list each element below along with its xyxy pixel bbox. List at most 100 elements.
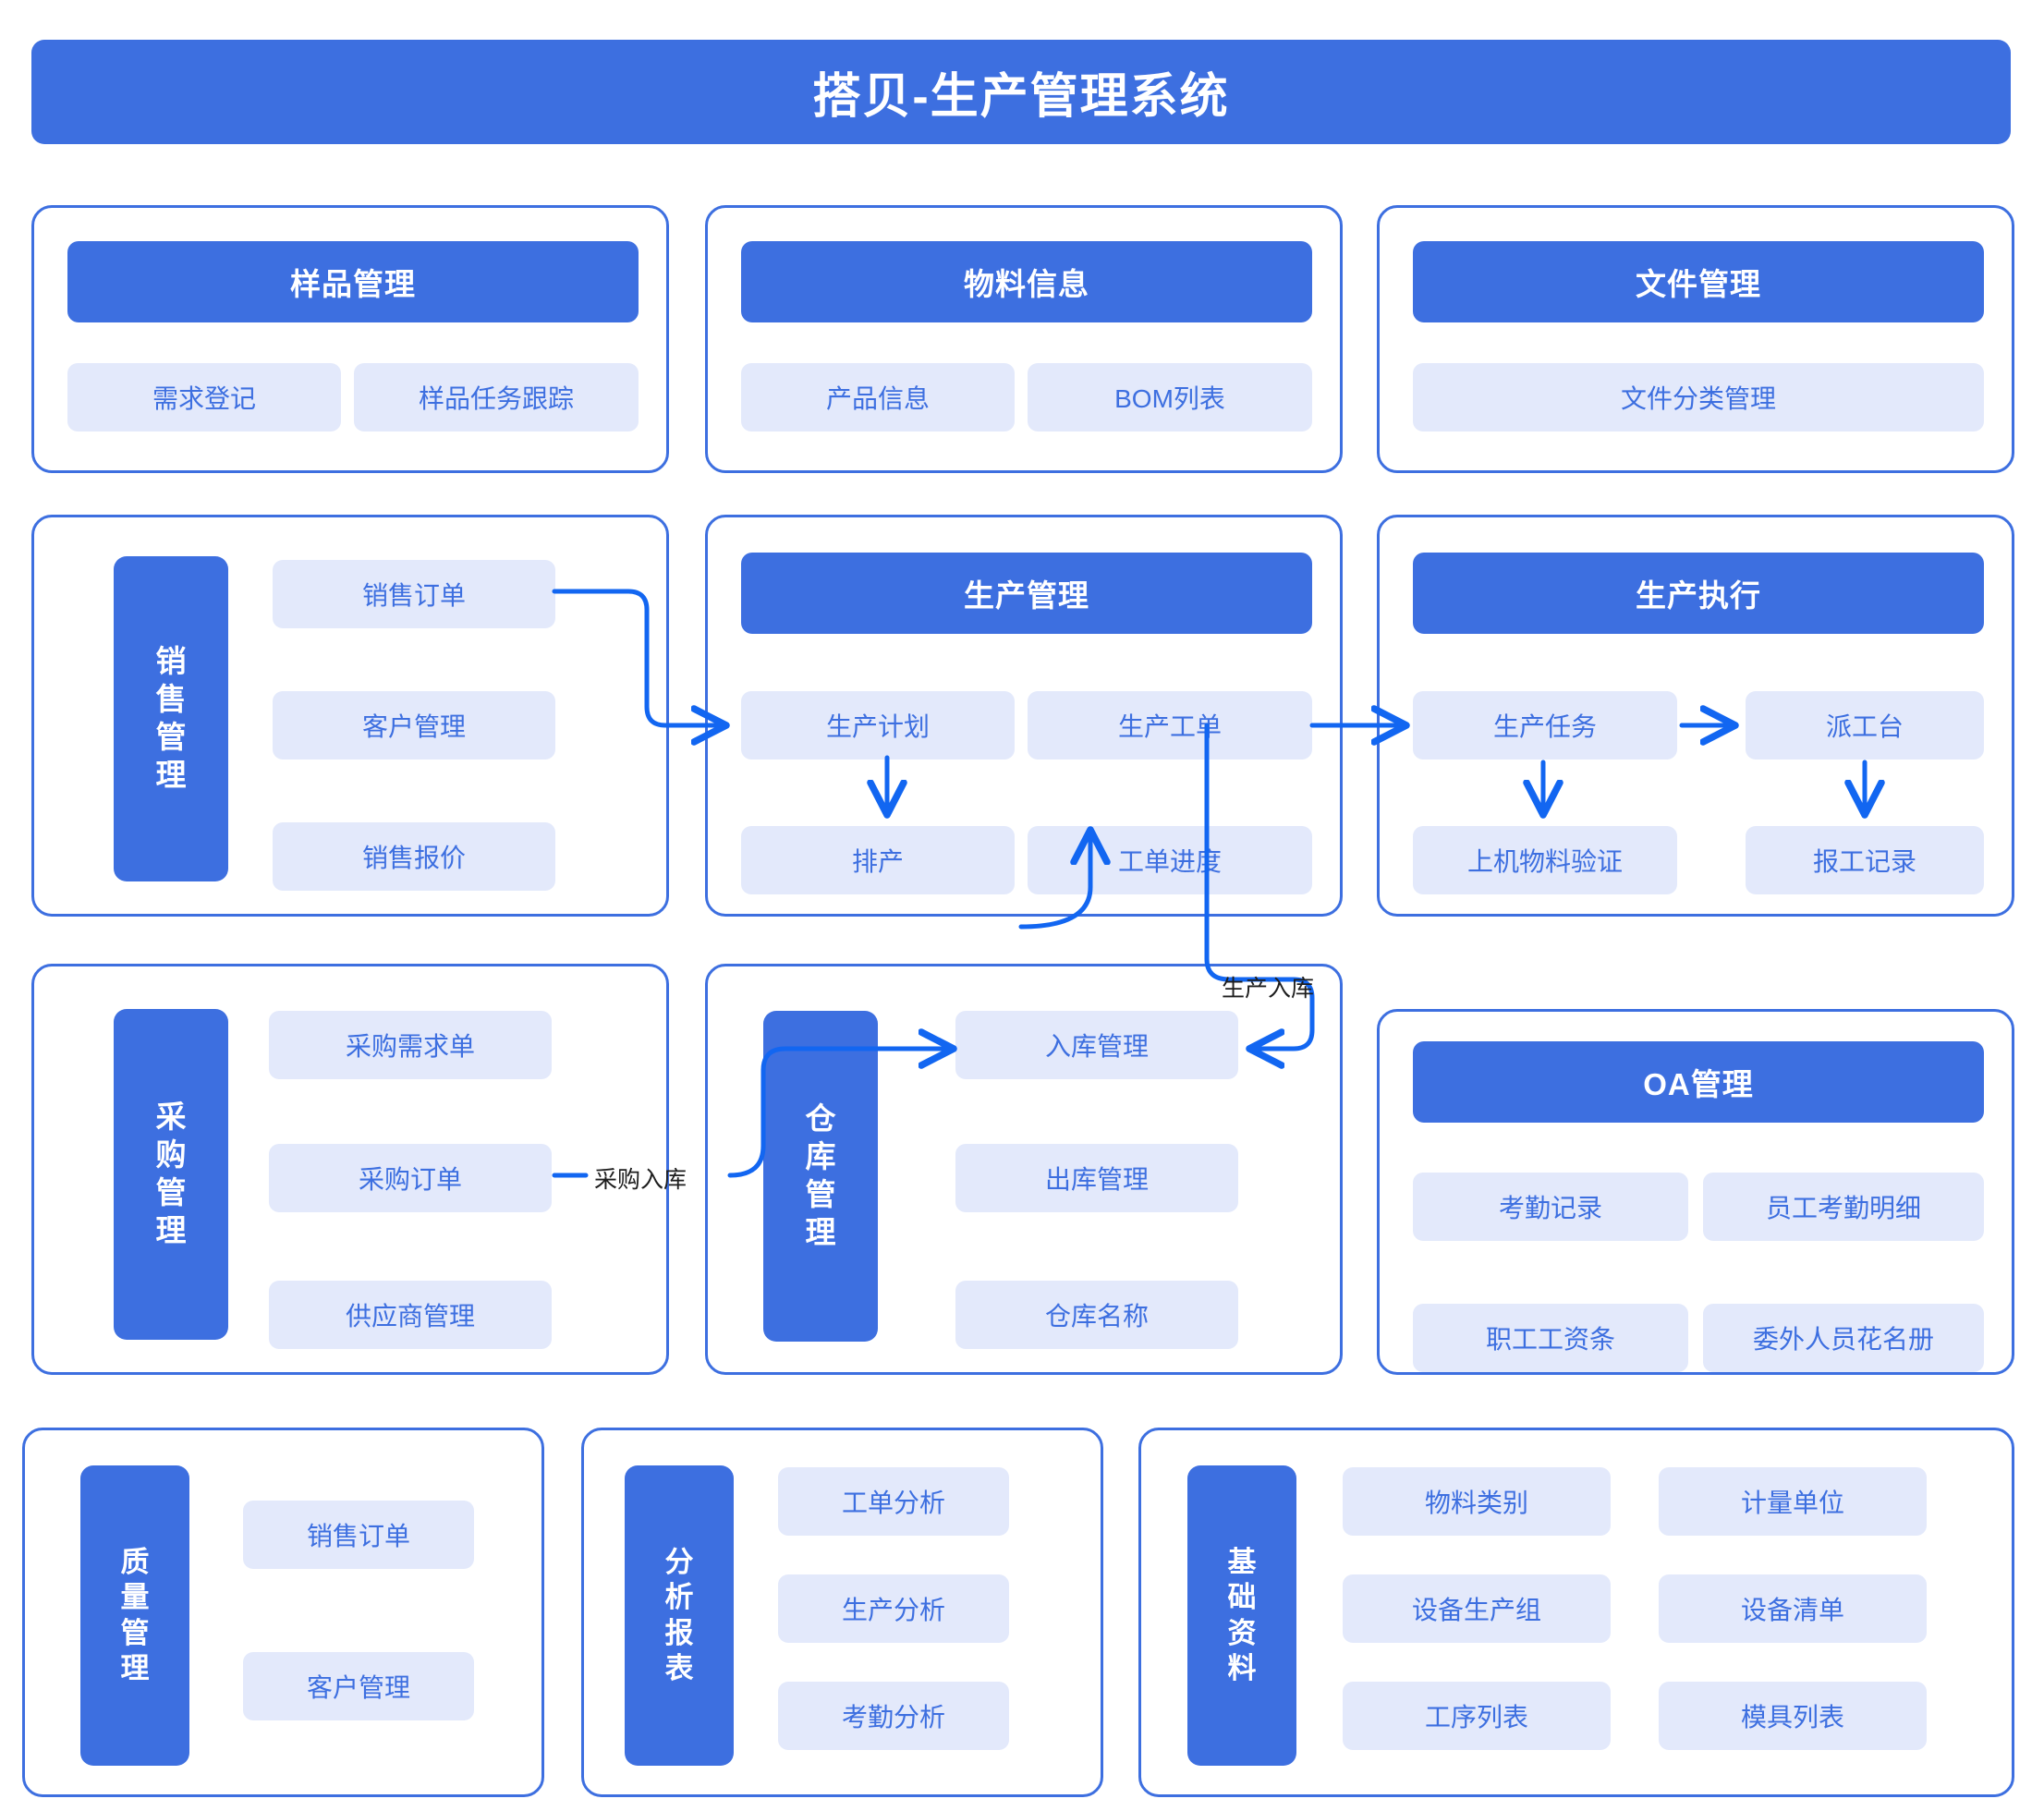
chip-label: 仓库名称 bbox=[1044, 1302, 1149, 1331]
chip-label: 模具列表 bbox=[1740, 1703, 1844, 1732]
chip-production-task[interactable]: 生产任务 bbox=[1413, 691, 1677, 760]
sample-management-title: 样品管理 bbox=[290, 267, 416, 301]
purchase-management-label[interactable]: 采 购 管 理 bbox=[114, 1009, 228, 1340]
chip-outsourced-personnel-roster[interactable]: 委外人员花名册 bbox=[1703, 1304, 1984, 1372]
chip-inbound-management[interactable]: 入库管理 bbox=[955, 1011, 1238, 1079]
chip-bom-list[interactable]: BOM列表 bbox=[1028, 363, 1312, 431]
chip-label: 工序列表 bbox=[1424, 1703, 1528, 1732]
sales-management-label[interactable]: 销 售 管 理 bbox=[114, 556, 228, 881]
chip-dispatch-desk[interactable]: 派工台 bbox=[1746, 691, 1984, 760]
basic-data-label[interactable]: 基 础 资 料 bbox=[1187, 1465, 1296, 1766]
chip-sales-quotation[interactable]: 销售报价 bbox=[273, 822, 555, 891]
chip-production-work-order[interactable]: 生产工单 bbox=[1028, 691, 1312, 760]
chip-label: 排产 bbox=[851, 847, 904, 876]
card-material-info: 物料信息 产品信息 BOM列表 bbox=[705, 205, 1343, 473]
chip-label: 设备清单 bbox=[1740, 1596, 1844, 1624]
chip-label: 采购需求单 bbox=[345, 1032, 475, 1061]
chip-label: 客户管理 bbox=[306, 1673, 410, 1702]
chip-label: 计量单位 bbox=[1740, 1489, 1844, 1517]
card-production-management: 生产管理 生产计划 生产工单 排产 工单进度 bbox=[705, 515, 1343, 917]
chip-label: 销售订单 bbox=[361, 581, 466, 610]
chip-material-category[interactable]: 物料类别 bbox=[1343, 1467, 1611, 1536]
chip-quality-sales-order[interactable]: 销售订单 bbox=[243, 1501, 474, 1569]
chip-purchase-order[interactable]: 采购订单 bbox=[269, 1144, 552, 1212]
quality-management-label[interactable]: 质 量 管 理 bbox=[80, 1465, 189, 1766]
page-title: 搭贝-生产管理系统 bbox=[31, 40, 2011, 144]
chip-label: 考勤记录 bbox=[1498, 1194, 1602, 1222]
chip-label: 生产任务 bbox=[1492, 712, 1597, 741]
chip-quality-customer-management[interactable]: 客户管理 bbox=[243, 1652, 474, 1720]
chip-attendance-analysis[interactable]: 考勤分析 bbox=[778, 1682, 1009, 1750]
chip-product-info[interactable]: 产品信息 bbox=[741, 363, 1015, 431]
chip-label: 报工记录 bbox=[1812, 847, 1916, 876]
chip-unit-of-measure[interactable]: 计量单位 bbox=[1659, 1467, 1927, 1536]
chip-label: 需求登记 bbox=[152, 384, 256, 413]
chip-label: 产品信息 bbox=[825, 384, 930, 413]
chip-machine-material-verification[interactable]: 上机物料验证 bbox=[1413, 826, 1677, 894]
chip-equipment-production-group[interactable]: 设备生产组 bbox=[1343, 1574, 1611, 1643]
production-management-title: 生产管理 bbox=[964, 578, 1089, 613]
file-management-title: 文件管理 bbox=[1636, 267, 1761, 301]
card-purchase-management: 采 购 管 理 采购需求单 采购订单 供应商管理 bbox=[31, 964, 669, 1375]
chip-outbound-management[interactable]: 出库管理 bbox=[955, 1144, 1238, 1212]
chip-label: 上机物料验证 bbox=[1466, 847, 1623, 876]
chip-sample-task-tracking[interactable]: 样品任务跟踪 bbox=[354, 363, 639, 431]
chip-label: 生产分析 bbox=[841, 1596, 945, 1624]
production-execution-header[interactable]: 生产执行 bbox=[1413, 553, 1984, 634]
chip-label: 考勤分析 bbox=[841, 1703, 945, 1732]
sample-management-header[interactable]: 样品管理 bbox=[67, 241, 639, 322]
card-warehouse-management: 仓 库 管 理 入库管理 出库管理 仓库名称 bbox=[705, 964, 1343, 1375]
chip-label: BOM列表 bbox=[1114, 384, 1225, 413]
chip-work-report-record[interactable]: 报工记录 bbox=[1746, 826, 1984, 894]
page-title-text: 搭贝-生产管理系统 bbox=[812, 70, 1230, 124]
chip-label: 供应商管理 bbox=[345, 1302, 475, 1331]
chip-attendance-record[interactable]: 考勤记录 bbox=[1413, 1173, 1688, 1241]
oa-management-header[interactable]: OA管理 bbox=[1413, 1041, 1984, 1123]
chip-label: 采购订单 bbox=[358, 1165, 462, 1194]
chip-label: 职工工资条 bbox=[1485, 1325, 1615, 1354]
card-basic-data: 基 础 资 料 物料类别 计量单位 设备生产组 设备清单 工序列表 模具列表 bbox=[1138, 1428, 2014, 1797]
chip-purchase-requisition[interactable]: 采购需求单 bbox=[269, 1011, 552, 1079]
chip-file-category-management[interactable]: 文件分类管理 bbox=[1413, 363, 1984, 431]
chip-equipment-list[interactable]: 设备清单 bbox=[1659, 1574, 1927, 1643]
chip-label: 委外人员花名册 bbox=[1752, 1325, 1934, 1354]
chip-label: 员工考勤明细 bbox=[1765, 1194, 1921, 1222]
material-info-header[interactable]: 物料信息 bbox=[741, 241, 1312, 322]
analysis-report-label[interactable]: 分 析 报 表 bbox=[625, 1465, 734, 1766]
chip-supplier-management[interactable]: 供应商管理 bbox=[269, 1281, 552, 1349]
chip-label: 工单进度 bbox=[1117, 847, 1222, 876]
chip-label: 客户管理 bbox=[361, 712, 466, 741]
chip-label: 文件分类管理 bbox=[1620, 384, 1776, 413]
production-execution-title: 生产执行 bbox=[1636, 578, 1761, 613]
file-management-header[interactable]: 文件管理 bbox=[1413, 241, 1984, 322]
oa-management-title: OA管理 bbox=[1643, 1067, 1754, 1101]
chip-customer-management[interactable]: 客户管理 bbox=[273, 691, 555, 760]
warehouse-management-label[interactable]: 仓 库 管 理 bbox=[763, 1011, 878, 1342]
card-sample-management: 样品管理 需求登记 样品任务跟踪 bbox=[31, 205, 669, 473]
chip-process-list[interactable]: 工序列表 bbox=[1343, 1682, 1611, 1750]
chip-work-order-progress[interactable]: 工单进度 bbox=[1028, 826, 1312, 894]
chip-production-scheduling[interactable]: 排产 bbox=[741, 826, 1015, 894]
caption-purchase-inbound: 采购入库 bbox=[594, 1167, 687, 1193]
chip-warehouse-name[interactable]: 仓库名称 bbox=[955, 1281, 1238, 1349]
chip-mould-list[interactable]: 模具列表 bbox=[1659, 1682, 1927, 1750]
chip-requirement-registration[interactable]: 需求登记 bbox=[67, 363, 341, 431]
chip-label: 入库管理 bbox=[1044, 1032, 1149, 1061]
chip-work-order-analysis[interactable]: 工单分析 bbox=[778, 1467, 1009, 1536]
chip-label: 出库管理 bbox=[1044, 1165, 1149, 1194]
chip-sales-order[interactable]: 销售订单 bbox=[273, 560, 555, 628]
chip-employee-payslip[interactable]: 职工工资条 bbox=[1413, 1304, 1688, 1372]
chip-employee-attendance-detail[interactable]: 员工考勤明细 bbox=[1703, 1173, 1984, 1241]
chip-label: 生产工单 bbox=[1117, 712, 1222, 741]
chip-label: 派工台 bbox=[1825, 712, 1904, 741]
chip-production-analysis[interactable]: 生产分析 bbox=[778, 1574, 1009, 1643]
card-oa-management: OA管理 考勤记录 员工考勤明细 职工工资条 委外人员花名册 bbox=[1377, 1009, 2014, 1375]
caption-production-inbound: 生产入库 bbox=[1222, 976, 1315, 1002]
chip-production-plan[interactable]: 生产计划 bbox=[741, 691, 1015, 760]
card-analysis-report: 分 析 报 表 工单分析 生产分析 考勤分析 bbox=[581, 1428, 1103, 1797]
chip-label: 样品任务跟踪 bbox=[418, 384, 574, 413]
production-management-header[interactable]: 生产管理 bbox=[741, 553, 1312, 634]
chip-label: 销售订单 bbox=[306, 1522, 410, 1550]
chip-label: 设备生产组 bbox=[1411, 1596, 1541, 1624]
